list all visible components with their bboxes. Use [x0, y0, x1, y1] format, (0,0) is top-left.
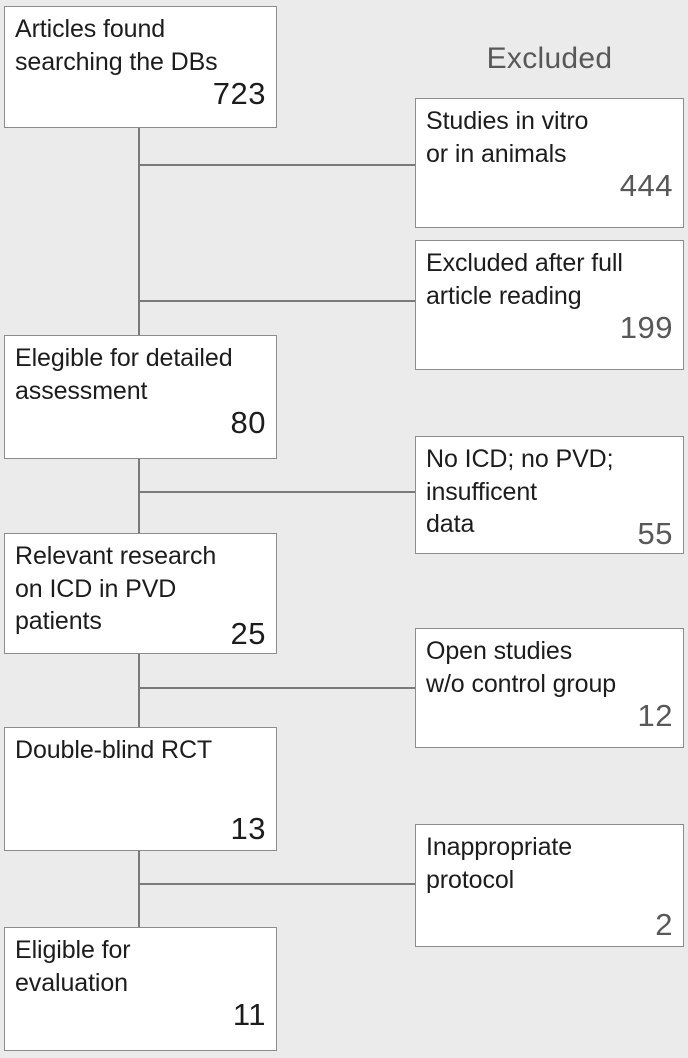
- node-articles-found[interactable]: Articles found searching the DBs 723: [4, 6, 277, 128]
- excluded-node-in-vitro-animals[interactable]: Studies in vitro or in animals 444: [415, 98, 684, 228]
- excluded-node-label: Excluded after full article reading: [426, 249, 623, 310]
- node-count: 723: [212, 76, 266, 111]
- node-count: 80: [230, 405, 266, 440]
- excluded-node-count: 2: [655, 907, 673, 943]
- connector-branch-excluded-3: [138, 491, 417, 493]
- excluded-node-full-article-reading[interactable]: Excluded after full article reading 199: [415, 240, 684, 370]
- node-label: Eligible for evaluation: [15, 936, 131, 997]
- node-label: Elegible for detailed assessment: [15, 344, 233, 405]
- node-relevant-research[interactable]: Relevant research on ICD in PVD patients…: [4, 533, 277, 654]
- node-count: 25: [230, 616, 266, 652]
- excluded-node-count: 55: [637, 516, 673, 552]
- node-label: Relevant research on ICD in PVD patients: [15, 542, 217, 635]
- connector-trunk-3: [138, 654, 140, 727]
- connector-trunk-2: [138, 459, 140, 533]
- node-elegible-detailed-assessment[interactable]: Elegible for detailed assessment 80: [4, 335, 277, 459]
- connector-branch-excluded-1: [138, 164, 417, 166]
- connector-trunk-4: [138, 851, 140, 927]
- node-count: 13: [230, 811, 266, 847]
- excluded-node-count: 12: [637, 698, 673, 733]
- connector-branch-excluded-4: [138, 687, 417, 689]
- node-count: 11: [232, 997, 266, 1032]
- excluded-node-label: Open studies w/o control group: [426, 637, 617, 698]
- excluded-node-no-icd-no-pvd[interactable]: No ICD; no PVD; insufficent data 55: [415, 436, 684, 554]
- excluded-node-open-studies[interactable]: Open studies w/o control group 12: [415, 628, 684, 748]
- connector-trunk-1: [138, 128, 140, 335]
- connector-branch-excluded-2: [138, 300, 417, 302]
- node-eligible-evaluation[interactable]: Eligible for evaluation 11: [4, 927, 277, 1051]
- excluded-node-label: Studies in vitro or in animals: [426, 107, 589, 168]
- excluded-column-title: Excluded: [486, 42, 613, 75]
- excluded-node-count: 444: [619, 168, 673, 203]
- node-double-blind-rct[interactable]: Double-blind RCT 13: [4, 727, 277, 851]
- excluded-node-label: Inappropriate protocol: [426, 833, 573, 894]
- excluded-node-count: 199: [619, 310, 673, 345]
- node-label: Double-blind RCT: [15, 736, 213, 764]
- connector-branch-excluded-5: [138, 883, 417, 885]
- excluded-node-inappropriate-protocol[interactable]: Inappropriate protocol 2: [415, 824, 684, 947]
- excluded-node-label: No ICD; no PVD; insufficent data: [426, 445, 614, 538]
- node-label: Articles found searching the DBs: [15, 15, 218, 76]
